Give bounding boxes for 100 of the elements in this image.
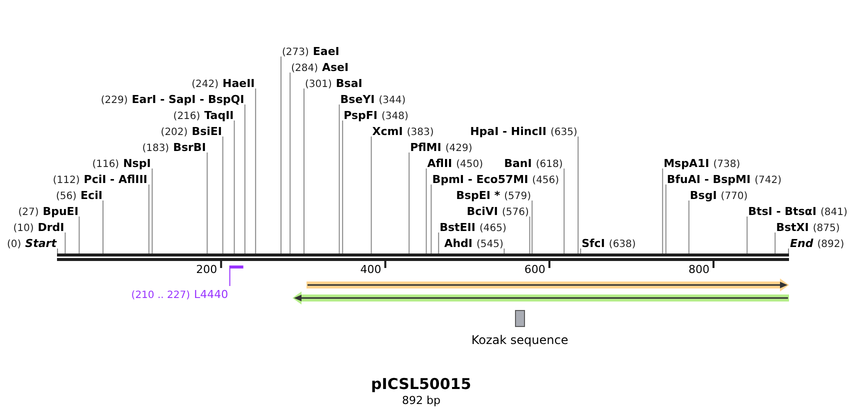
enzyme-name: AhdI [444,236,472,250]
enzyme-name: BstEII [440,220,476,234]
enzyme-name: BsrBI [173,140,206,154]
leader-line [102,200,104,254]
leader-line [788,248,789,254]
site-position: (344) [378,94,406,106]
leader-line [244,104,246,254]
tick-label: 400 [360,263,382,276]
enzyme-name: DrdI [38,220,64,234]
leader-line [774,232,776,254]
site-position: (429) [445,142,472,154]
site-position: (579) [504,190,531,202]
enzyme-name: BstXI [776,220,809,234]
site-position: (0) [7,238,22,250]
tick-label: 200 [196,263,218,276]
feature-label: Kozak sequence [471,333,568,348]
tick-label: 600 [524,263,546,276]
enzyme-name: HpaI - HincII [470,124,546,138]
site-position: (635) [550,126,578,138]
sequence-end-label: End [790,236,814,250]
leader-line [57,248,58,254]
leader-line [370,136,372,254]
leader-line [148,184,150,254]
leader-line [152,168,153,254]
leader-line [746,216,748,254]
enzyme-name: BpmI - Eco57MI [432,172,528,186]
site-position: (10) [13,222,34,234]
site-position: (216) [173,110,200,122]
dna-backbone [57,254,789,261]
site-position: (738) [713,158,740,170]
leader-line [234,120,235,254]
site-position: (112) [52,174,80,186]
leader-line [408,152,410,254]
enzyme-name: AseI [322,60,349,74]
leader-line [64,232,66,254]
primer-position: (210 .. 227) [131,290,190,301]
site-position: (301) [305,78,332,90]
enzyme-name: BpuEI [42,204,78,218]
site-position: (456) [532,174,560,186]
enzyme-name: BseYI [340,92,375,106]
enzyme-name: EaeI [312,44,340,58]
site-position: (27) [18,206,39,218]
leader-line [255,88,256,254]
primer-mark [229,266,244,268]
leader-line [206,152,208,254]
leader-line [662,168,664,254]
primer-name: L4440 [194,288,228,301]
leader-line [665,184,666,254]
leader-line [338,104,340,254]
enzyme-name: EciI [80,188,102,202]
tick-label: 800 [688,263,710,276]
enzyme-name: SfcI [582,236,605,250]
site-position: (273) [282,46,309,58]
leader-line [430,184,432,254]
leader-line [222,136,224,254]
leader-line [532,200,533,254]
enzyme-name: XcmI [372,124,403,138]
sequence-feature [306,278,789,292]
site-position: (770) [720,190,748,202]
site-position: (383) [406,126,434,138]
site-position: (183) [142,142,170,154]
leader-line [580,248,582,254]
leader-line [529,216,530,254]
site-position: (450) [456,158,484,170]
leader-line [342,120,344,254]
enzyme-name: EarI - SapI - BspQI [132,92,244,106]
sequence-feature [292,292,789,304]
site-position: (202) [160,126,188,138]
site-position: (618) [536,158,563,170]
sequence-start-label: Start [25,236,56,250]
leader-line [564,168,565,254]
leader-line [426,168,427,254]
site-position: (465) [479,222,506,234]
enzyme-name: PciI - AflIII [84,172,148,186]
leader-line [78,216,80,254]
enzyme-name: PflMI [410,140,442,154]
site-position: (116) [92,158,120,170]
enzyme-name: BsgI [690,188,717,202]
site-position: (841) [820,206,848,218]
sequence-length: 892 bp [402,394,440,407]
leader-line [438,232,440,254]
site-position: (742) [754,174,782,186]
enzyme-name: BtsI - BtsαI [748,204,816,218]
map-title: pICSL50015 [371,375,472,393]
site-position: (284) [291,62,318,74]
enzyme-name: MspA1I [664,156,710,170]
leader-line [688,200,690,254]
enzyme-name: BsaI [336,76,362,90]
site-position: (348) [382,110,408,122]
leader-line [229,268,230,286]
site-position: (892) [817,238,844,250]
site-position: (545) [476,238,504,250]
enzyme-name: BspEI * [456,188,500,202]
site-position: (56) [56,190,77,202]
enzyme-name: BanI [504,156,532,170]
leader-line [578,136,579,254]
enzyme-name: AflII [427,156,452,170]
enzyme-name: NspI [123,156,151,170]
site-position: (875) [812,222,840,234]
leader-line [290,72,291,254]
